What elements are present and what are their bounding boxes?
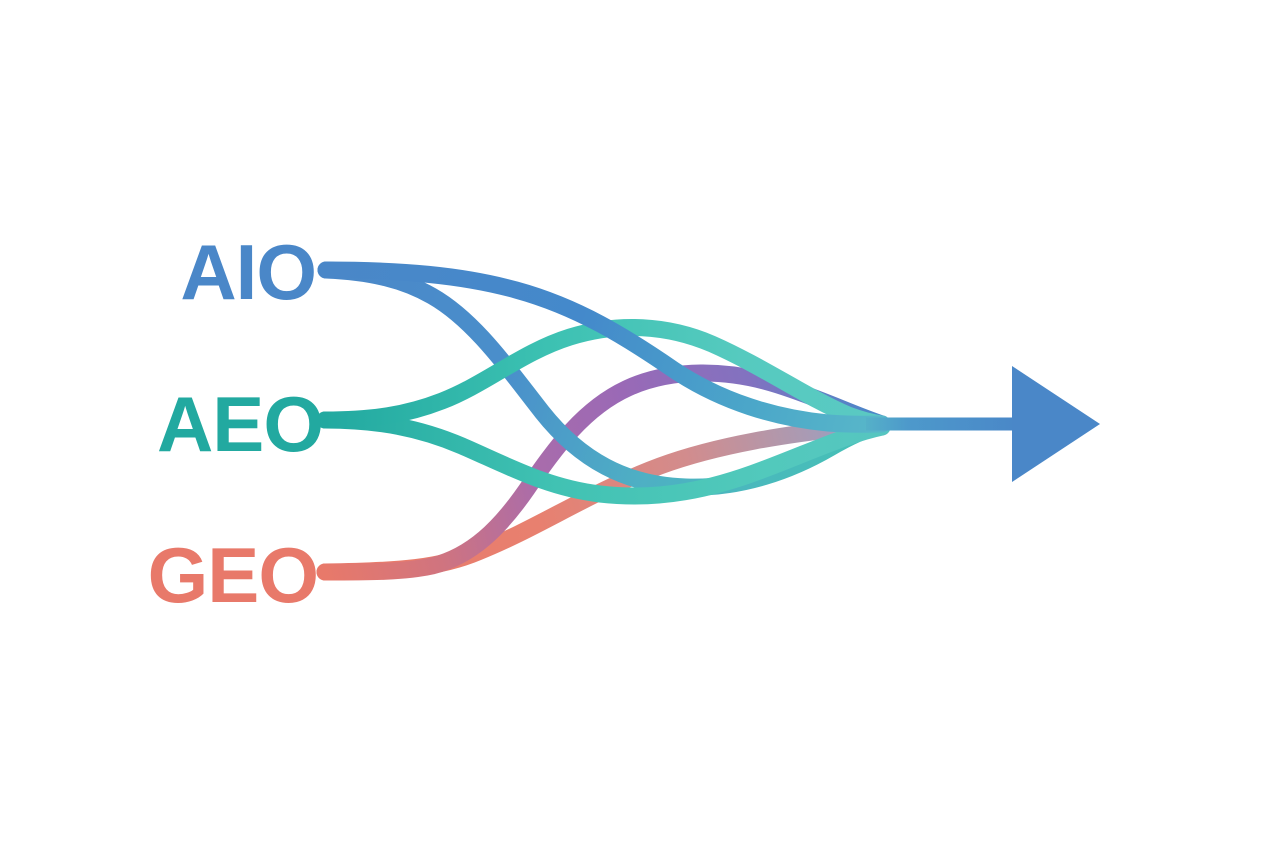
- stream-aeo-lower: [316, 411, 891, 505]
- stream-label-aeo: AEO: [156, 380, 324, 468]
- arrowhead-icon: [1012, 366, 1100, 482]
- stream-group: [316, 261, 1100, 581]
- stream-label-aio: AIO: [180, 228, 317, 316]
- stream-label-geo: GEO: [147, 531, 319, 619]
- stream-aio-upper: [317, 261, 891, 433]
- stream-aeo-upper: [316, 319, 891, 433]
